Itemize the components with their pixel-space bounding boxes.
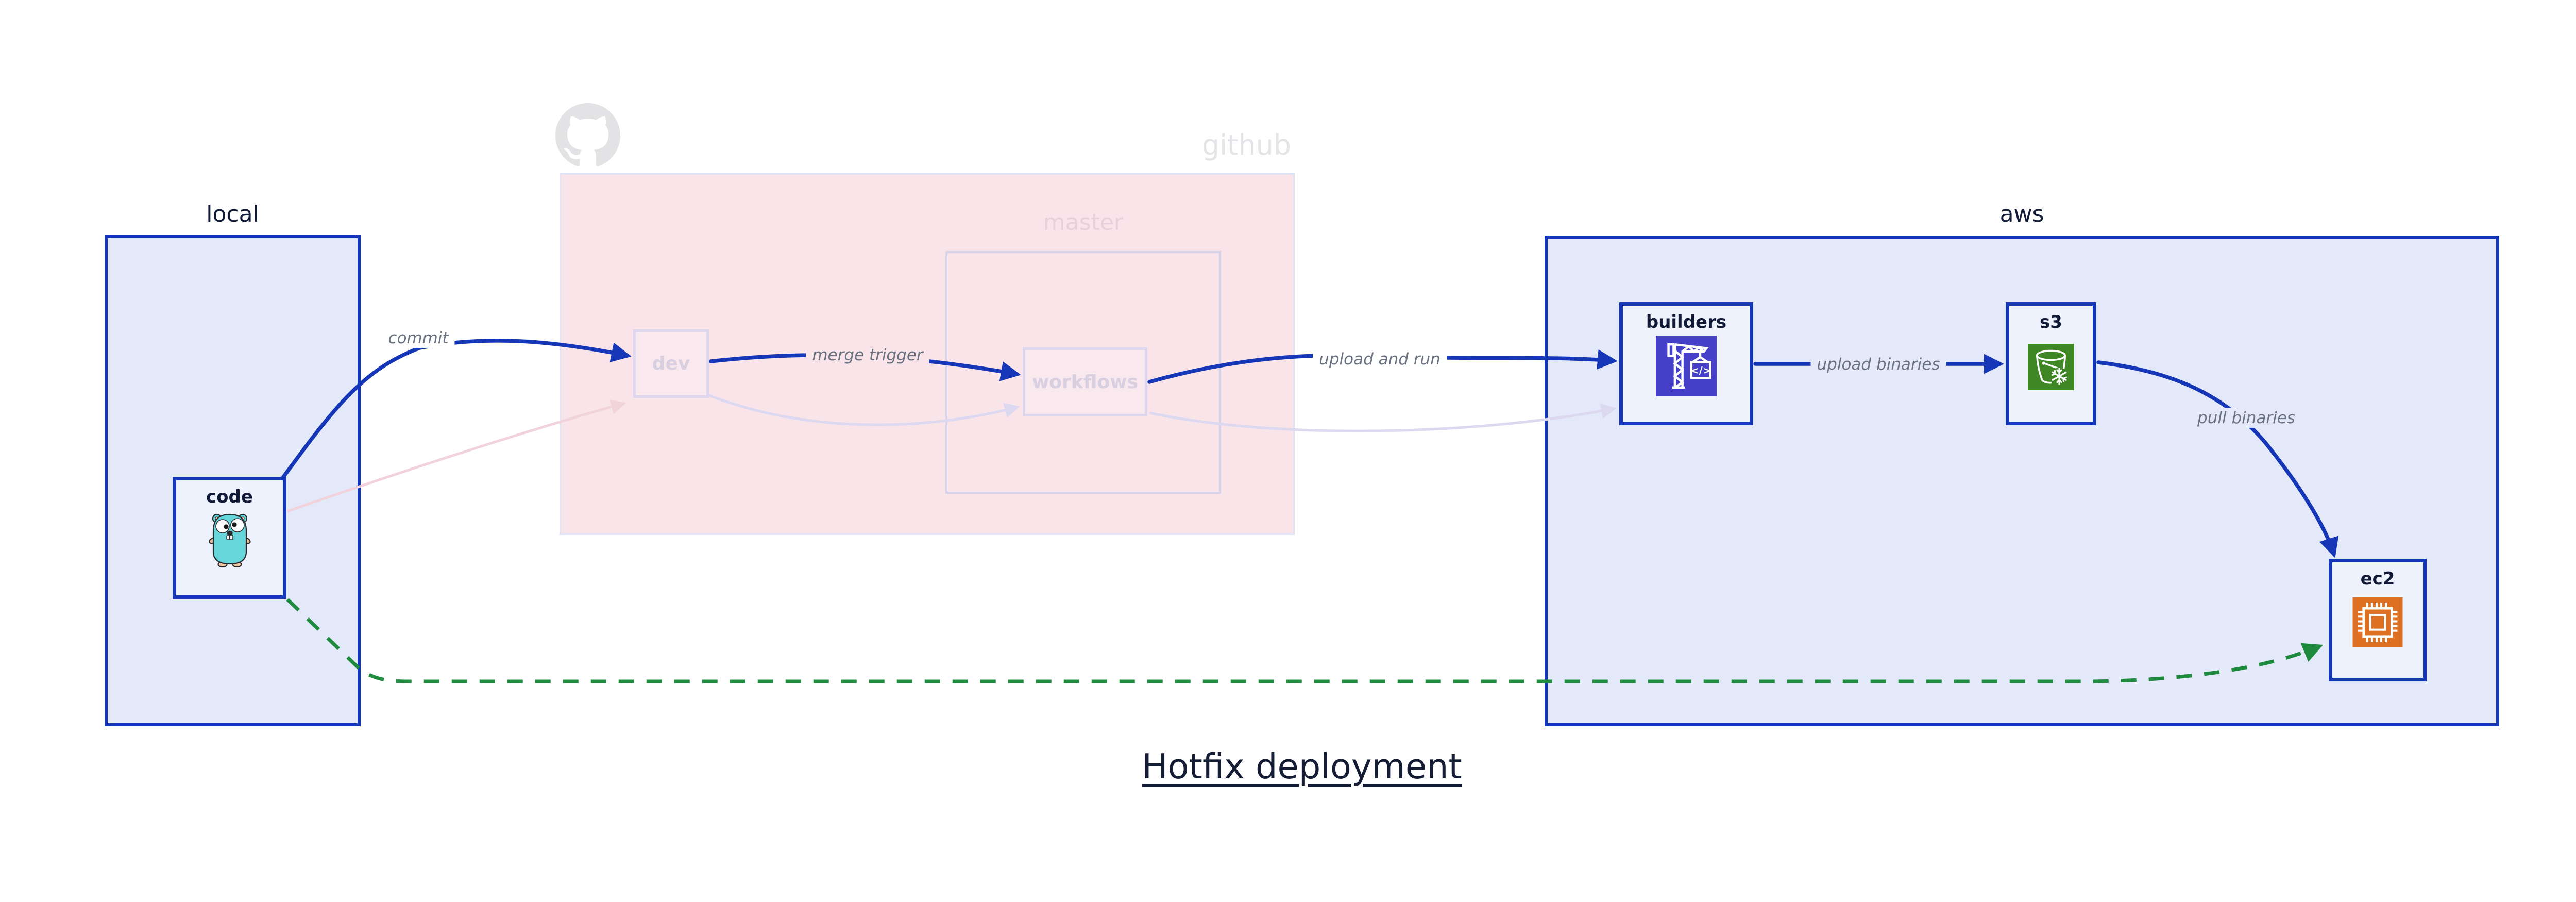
node-code: code xyxy=(173,477,286,599)
aws-label: aws xyxy=(1999,201,2044,227)
codebuild-code-glyph: </> xyxy=(1690,365,1711,377)
github-label: github xyxy=(1201,129,1291,161)
github-octocat-icon xyxy=(555,103,620,166)
diagram-title: Hotfix deployment xyxy=(0,746,2576,787)
edge-label-upload-and-run: upload and run xyxy=(1313,349,1447,370)
edge-label-merge-trigger: merge trigger xyxy=(806,345,929,365)
ec2-chip-icon xyxy=(2352,597,2403,647)
node-s3: s3 xyxy=(2006,302,2096,425)
codebuild-crane-icon: </> xyxy=(1656,336,1717,396)
dev-label: dev xyxy=(652,353,690,374)
s3-glacier-bucket-icon xyxy=(2028,344,2074,390)
edge-label-upload-binaries: upload binaries xyxy=(1810,354,1946,375)
node-builders: builders </> xyxy=(1619,302,1753,425)
node-ec2: ec2 xyxy=(2329,559,2427,681)
edge-label-pull-binaries: pull binaries xyxy=(2191,408,2301,428)
builders-label: builders xyxy=(1646,312,1727,332)
diagram-title-text: Hotfix deployment xyxy=(1142,746,1462,787)
node-dev: dev xyxy=(633,329,709,398)
node-workflows: workflows xyxy=(1023,347,1147,416)
ec2-label: ec2 xyxy=(2360,569,2395,589)
workflows-label: workflows xyxy=(1032,371,1138,393)
local-label: local xyxy=(206,201,259,227)
edge-label-commit: commit xyxy=(382,328,455,348)
go-gopher-icon xyxy=(208,513,251,568)
code-label: code xyxy=(206,487,253,507)
s3-label: s3 xyxy=(2040,312,2062,332)
master-label: master xyxy=(1043,209,1124,236)
